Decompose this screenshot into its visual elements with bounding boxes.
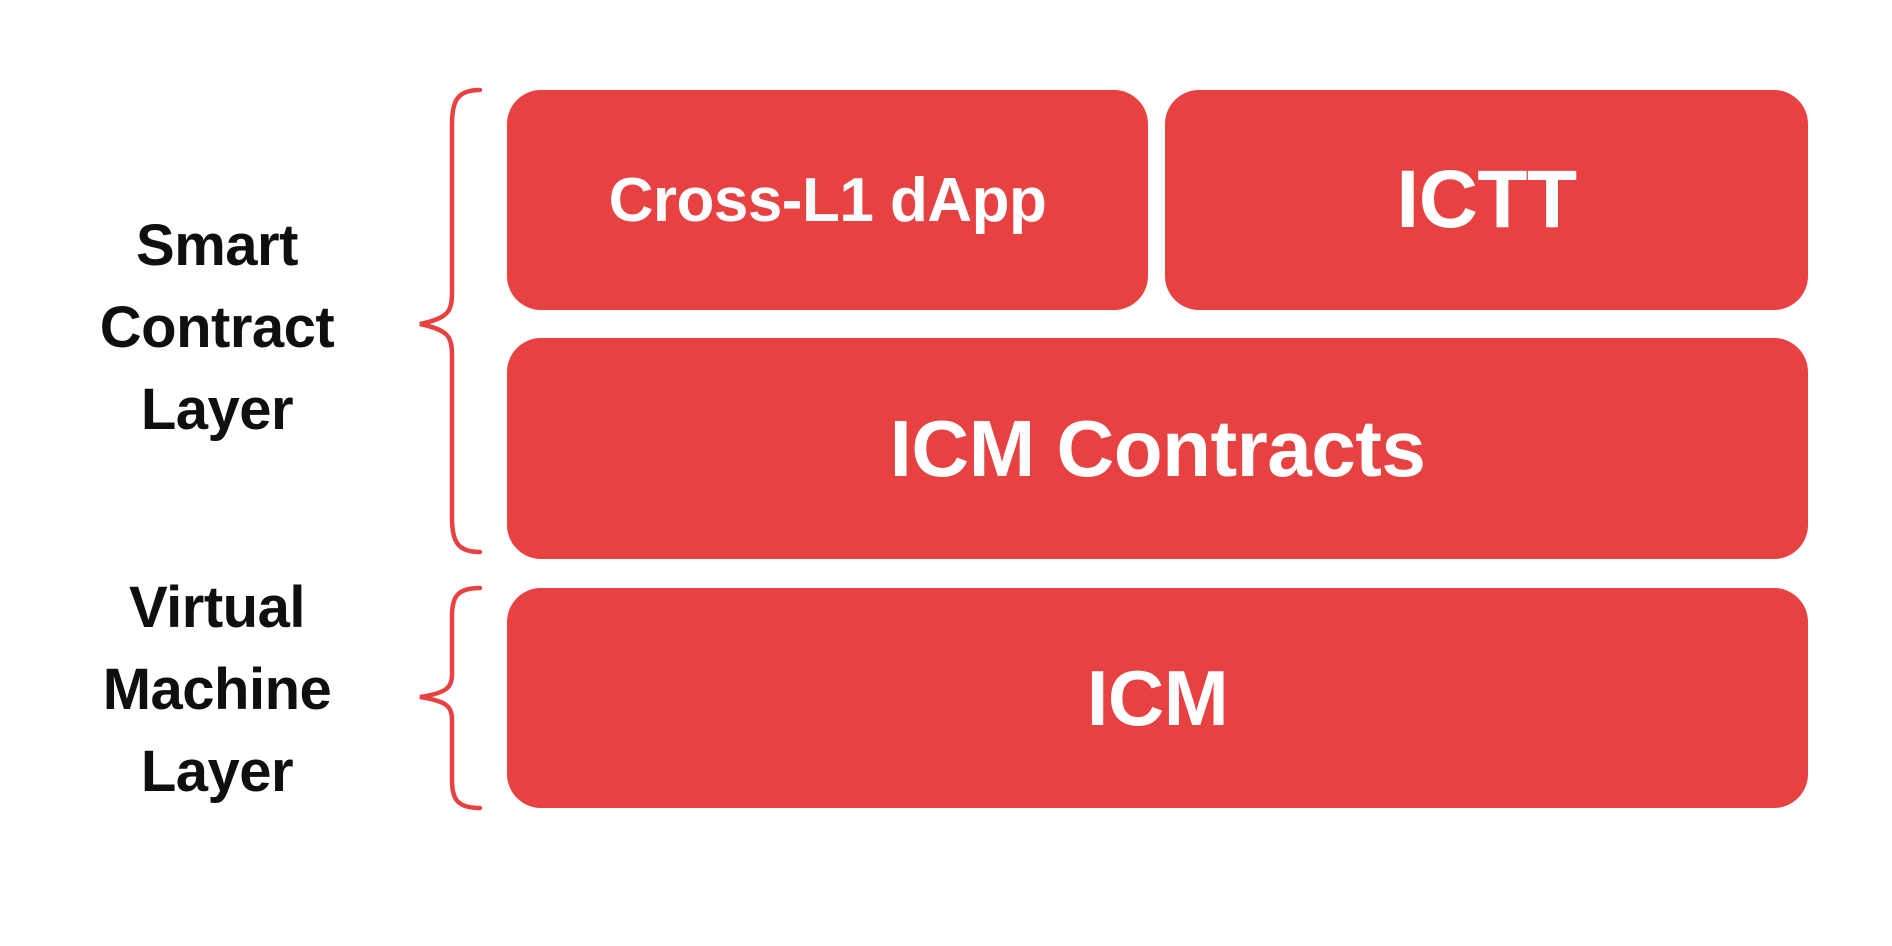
box-icm: ICM (507, 588, 1808, 808)
box-ictt-label: ICTT (1396, 154, 1577, 245)
layer-label-virtual-machine: Virtual Machine Layer (102, 575, 332, 804)
box-icm-label: ICM (1086, 653, 1229, 742)
curly-brace-smart-contract-icon (419, 87, 483, 555)
box-cross-l1-dapp-label: Cross-L1 dApp (608, 165, 1047, 235)
box-ictt: ICTT (1165, 90, 1808, 310)
layer-label-smart-contract: Smart Contract Layer (99, 213, 335, 442)
curly-brace-virtual-machine-icon (419, 585, 483, 811)
box-icm-contracts-label: ICM Contracts (889, 403, 1426, 493)
box-cross-l1-dapp: Cross-L1 dApp (507, 90, 1148, 310)
box-icm-contracts: ICM Contracts (507, 338, 1808, 559)
